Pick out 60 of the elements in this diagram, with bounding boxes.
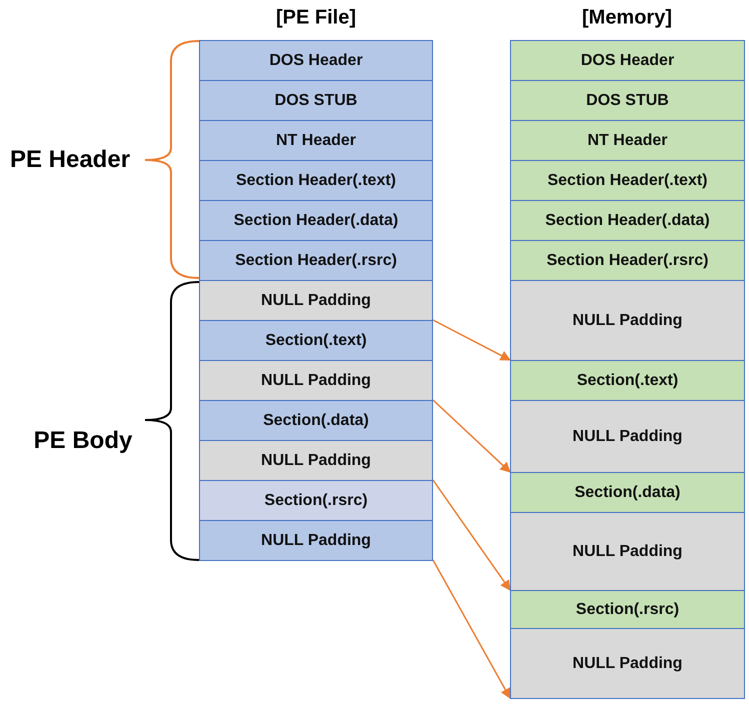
memory-block [510, 512, 745, 591]
block-label: DOS Header [580, 52, 674, 70]
block-label: Section Header(.rsrc) [546, 252, 708, 270]
memory-block [510, 160, 745, 201]
block-label: Section(.text) [265, 332, 367, 350]
memory-block [199, 480, 433, 521]
block-label: NULL Padding [572, 428, 682, 446]
memory-block [199, 40, 433, 81]
block-label: NULL Padding [261, 532, 371, 550]
block-label: Section Header(.data) [234, 212, 398, 230]
block-label: Section(.data) [574, 484, 680, 502]
block-label: Section Header(.data) [545, 212, 710, 230]
memory-block [199, 200, 433, 241]
block-label: NULL Padding [572, 654, 682, 672]
block-label: NT Header [276, 132, 356, 150]
section-label: PE Header [10, 146, 130, 174]
block-label: Section Header(.text) [236, 172, 396, 190]
column-heading: [Memory] [582, 6, 672, 30]
memory-block [510, 400, 745, 473]
memory-block [199, 120, 433, 161]
block-label: DOS Header [269, 52, 363, 70]
column-heading: [PE File] [276, 6, 356, 30]
memory-block [510, 200, 745, 241]
memory-block [510, 120, 745, 161]
memory-block [510, 280, 745, 361]
memory-block [510, 590, 745, 629]
block-label: NULL Padding [261, 372, 371, 390]
arrow [432, 480, 511, 591]
memory-block [199, 520, 433, 561]
block-label: Section(.rsrc) [264, 492, 368, 510]
arrow [432, 560, 511, 699]
block-label: NULL Padding [261, 292, 371, 310]
memory-block [510, 40, 745, 81]
block-label: NULL Padding [572, 542, 682, 560]
block-label: NULL Padding [261, 452, 371, 470]
arrow [432, 319, 511, 361]
block-label: DOS STUB [586, 92, 669, 110]
block-label: NT Header [587, 132, 668, 150]
memory-block [510, 80, 745, 121]
memory-block [199, 360, 433, 401]
block-label: Section(.rsrc) [576, 600, 680, 618]
memory-block [510, 360, 745, 401]
block-label: DOS STUB [274, 92, 358, 110]
section-label: PE Body [34, 427, 132, 455]
block-label: Section Header(.rsrc) [235, 252, 397, 270]
memory-block [510, 240, 745, 281]
memory-block [510, 472, 745, 513]
memory-block [199, 240, 433, 281]
memory-block [199, 320, 433, 361]
arrow [432, 399, 511, 473]
block-label: Section(.data) [263, 412, 369, 430]
memory-block [199, 400, 433, 441]
memory-block [199, 280, 433, 321]
memory-block [199, 160, 433, 201]
block-label: NULL Padding [572, 312, 682, 330]
memory-block [199, 80, 433, 121]
block-label: Section(.text) [576, 372, 678, 390]
memory-block [199, 440, 433, 481]
block-label: Section Header(.text) [547, 172, 708, 190]
memory-block [510, 628, 745, 699]
